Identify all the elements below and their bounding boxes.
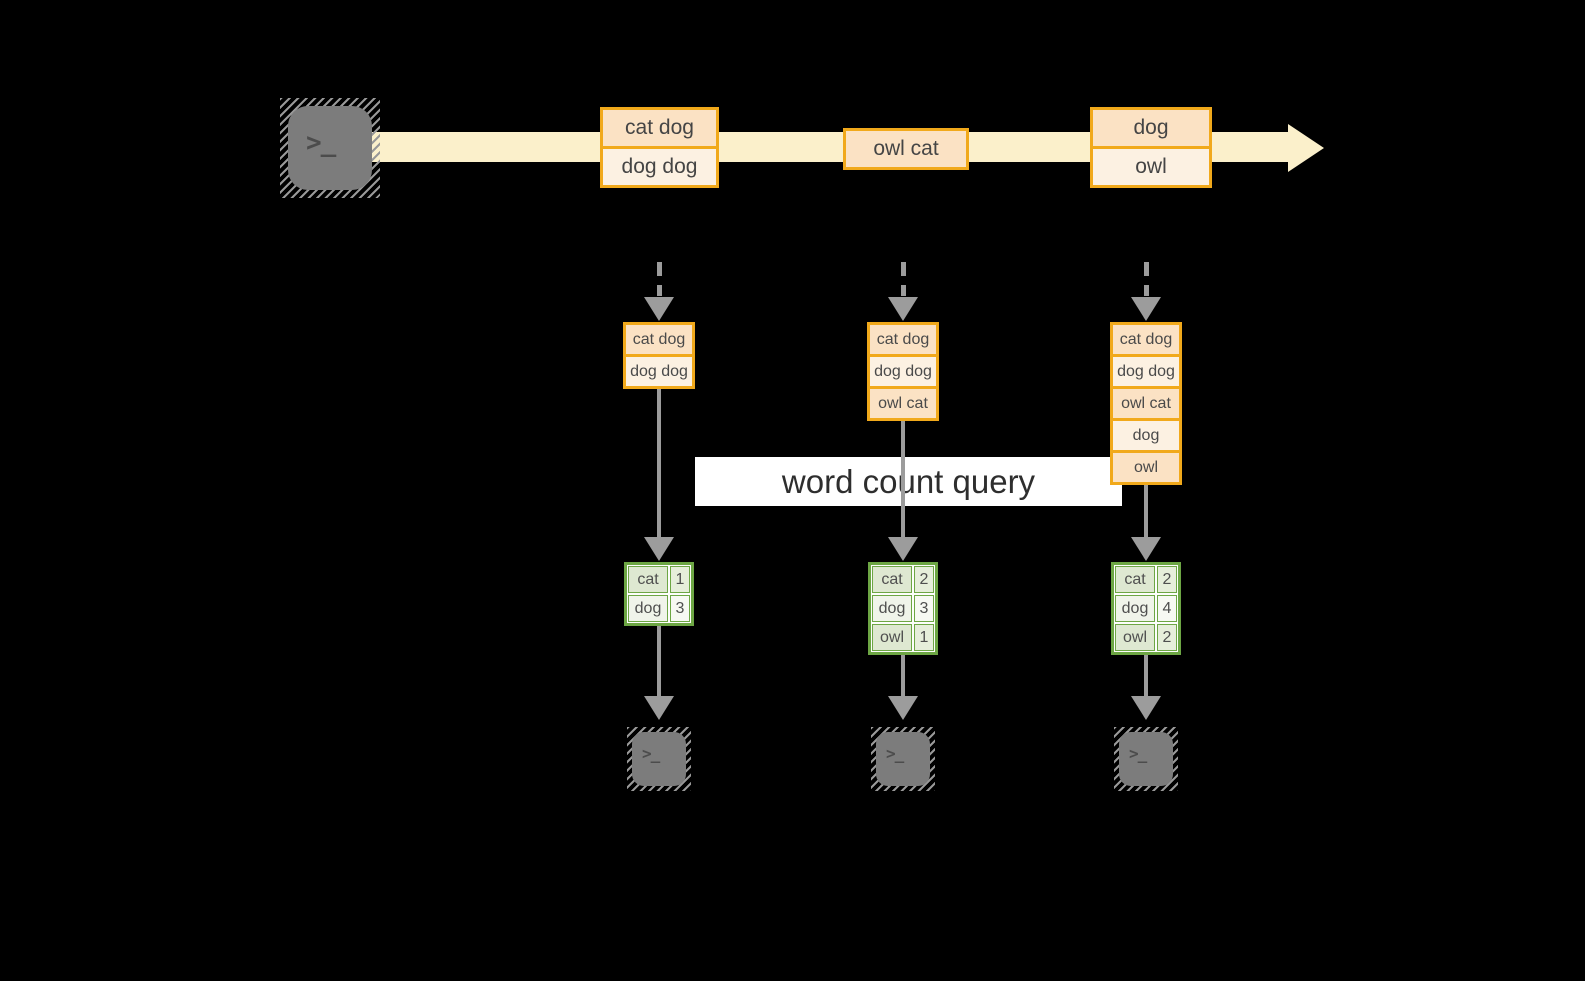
count-word: dog: [628, 595, 668, 622]
output-arrowhead-icon: [1131, 696, 1161, 720]
ingest-arrowhead-icon: [1131, 297, 1161, 321]
count-word: cat: [628, 566, 668, 593]
ingest-arrow-dash: [1144, 262, 1149, 296]
buffer-item: dog dog: [626, 354, 692, 386]
buffer-stack-2: cat dog dog dog owl cat: [867, 322, 939, 421]
output-arrow-line: [1144, 655, 1148, 696]
count-value: 2: [1157, 566, 1177, 593]
ingest-arrowhead-icon: [644, 297, 674, 321]
query-arrow-line: [1144, 485, 1148, 537]
buffer-item: owl cat: [870, 386, 936, 418]
query-arrowhead-icon: [888, 537, 918, 561]
output-arrowhead-icon: [644, 696, 674, 720]
buffer-item: cat dog: [1113, 325, 1179, 354]
stream-message-group-1: cat dog dog dog: [600, 107, 719, 188]
terminal-prompt-glyph: >_: [642, 744, 660, 763]
buffer-stack-3: cat dog dog dog owl cat dog owl: [1110, 322, 1182, 485]
buffer-item: cat dog: [626, 325, 692, 354]
ingest-arrow-dash: [657, 262, 662, 296]
terminal-body: >_: [632, 732, 686, 786]
count-word: owl: [1115, 624, 1155, 651]
terminal-body: >_: [288, 106, 372, 190]
ingest-arrowhead-icon: [888, 297, 918, 321]
output-arrow-line: [901, 655, 905, 696]
count-value: 3: [670, 595, 690, 622]
stream-message: cat dog: [603, 110, 716, 146]
ingest-arrow-dash: [901, 262, 906, 296]
buffer-stack-1: cat dog dog dog: [623, 322, 695, 389]
buffer-item: dog dog: [1113, 354, 1179, 386]
count-value: 2: [1157, 624, 1177, 651]
output-terminal-icon-1: >_: [627, 727, 691, 791]
count-value: 2: [914, 566, 934, 593]
banner-label: word count query: [781, 462, 1036, 500]
stream-message: dog dog: [603, 146, 716, 185]
output-arrowhead-icon: [888, 696, 918, 720]
count-word: dog: [872, 595, 912, 622]
count-table-2: cat 2 dog 3 owl 1: [868, 562, 938, 655]
stream-message: dog: [1093, 110, 1209, 146]
terminal-body: >_: [1119, 732, 1173, 786]
count-value: 4: [1157, 595, 1177, 622]
count-word: cat: [1115, 566, 1155, 593]
buffer-item: owl: [1113, 450, 1179, 482]
terminal-prompt-glyph: >_: [886, 744, 904, 763]
stream-message-group-2: owl cat: [843, 128, 969, 170]
query-arrow-line: [657, 389, 661, 537]
stream-message: owl cat: [846, 131, 966, 167]
terminal-prompt-glyph: >_: [306, 128, 336, 158]
terminal-prompt-glyph: >_: [1129, 744, 1147, 763]
stream-message: owl: [1093, 146, 1209, 185]
count-word: owl: [872, 624, 912, 651]
stream-arrowhead-icon: [1288, 124, 1324, 172]
output-arrow-line: [657, 626, 661, 696]
count-word: dog: [1115, 595, 1155, 622]
stream-message-group-3: dog owl: [1090, 107, 1212, 188]
count-value: 1: [914, 624, 934, 651]
count-value: 1: [670, 566, 690, 593]
query-arrow-line: [901, 421, 905, 537]
buffer-item: owl cat: [1113, 386, 1179, 418]
query-arrowhead-icon: [644, 537, 674, 561]
source-terminal-icon: >_: [280, 98, 380, 198]
output-terminal-icon-3: >_: [1114, 727, 1178, 791]
query-arrowhead-icon: [1131, 537, 1161, 561]
output-terminal-icon-2: >_: [871, 727, 935, 791]
terminal-body: >_: [876, 732, 930, 786]
buffer-item: dog: [1113, 418, 1179, 450]
count-table-1: cat 1 dog 3: [624, 562, 694, 626]
word-count-query-banner: word count query: [695, 457, 1122, 506]
count-value: 3: [914, 595, 934, 622]
count-table-3: cat 2 dog 4 owl 2: [1111, 562, 1181, 655]
buffer-item: dog dog: [870, 354, 936, 386]
buffer-item: cat dog: [870, 325, 936, 354]
count-word: cat: [872, 566, 912, 593]
